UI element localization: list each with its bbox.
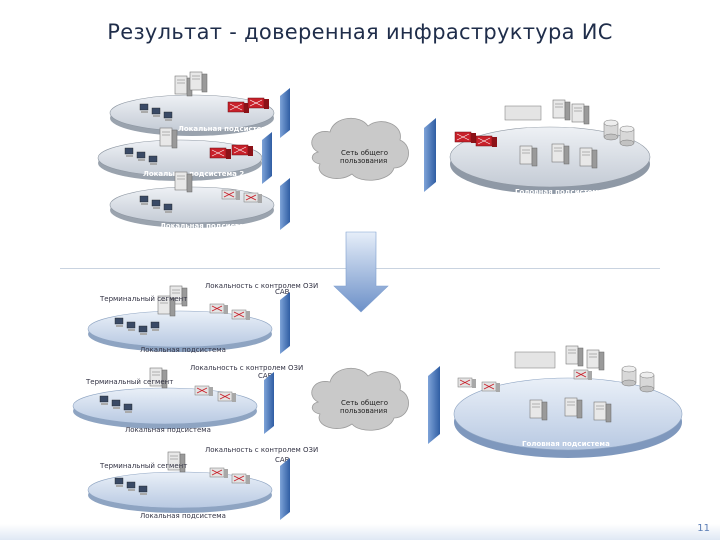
after-local-subsystem-1: Терминальный сегмент Локальность с контр… [87, 282, 318, 354]
page-number: 11 [697, 523, 710, 534]
after-sav-label-3: САВ [275, 456, 290, 464]
before-head-subsystem: Головная подсистема [449, 99, 651, 196]
transition-arrow [333, 231, 389, 313]
after-local-label-2: Локальная подсистема [125, 426, 211, 434]
footer-band [0, 524, 720, 540]
after-ozi-label-1: Локальность с контролем ОЗИ [205, 282, 318, 290]
after-firewall-2 [264, 372, 274, 434]
after-head-firewall [428, 366, 440, 444]
after-sav-label-2: САВ [258, 372, 273, 380]
before-local-label-1: Локальная подсистема 1 [178, 125, 279, 133]
after-head-label: Головная подсистема [522, 440, 610, 448]
before-head-label: Головная подсистема [515, 188, 603, 196]
after-terminal-label-2: Терминальный сегмент [85, 378, 173, 386]
before-local-label-2: Локальная подсистема 2 [143, 170, 244, 178]
before-local-subsystem-1: Локальная подсистема 1 [109, 71, 279, 136]
before-local-subsystem-2: Локальная подсистема 2 [97, 127, 263, 181]
after-ozi-label-3: Локальность с контролем ОЗИ [205, 446, 318, 454]
after-firewall-3 [280, 458, 290, 520]
before-local-label-n: Локальная подсистема N [160, 222, 262, 230]
after-head-subsystem: Головная подсистема [453, 345, 683, 458]
after-local-subsystem-n: Терминальный сегмент Локальность с контр… [87, 446, 318, 520]
after-local-label-3: Локальная подсистема [140, 512, 226, 520]
after-terminal-label-3: Терминальный сегмент [99, 462, 187, 470]
after-local-label-1: Локальная подсистема [140, 346, 226, 354]
before-head-firewall [424, 118, 436, 192]
after-local-subsystem-2: Терминальный сегмент Локальность с контр… [72, 364, 303, 434]
after-terminal-label-1: Терминальный сегмент [99, 295, 187, 303]
after-sav-label-1: САВ [275, 288, 290, 296]
before-firewalls [262, 88, 290, 230]
slide-title: Результат - доверенная инфраструктура ИС [107, 20, 613, 44]
before-local-subsystem-n: Локальная подсистема N [109, 171, 275, 230]
after-ozi-label-2: Локальность с контролем ОЗИ [190, 364, 303, 372]
after-firewall-1 [280, 292, 290, 354]
